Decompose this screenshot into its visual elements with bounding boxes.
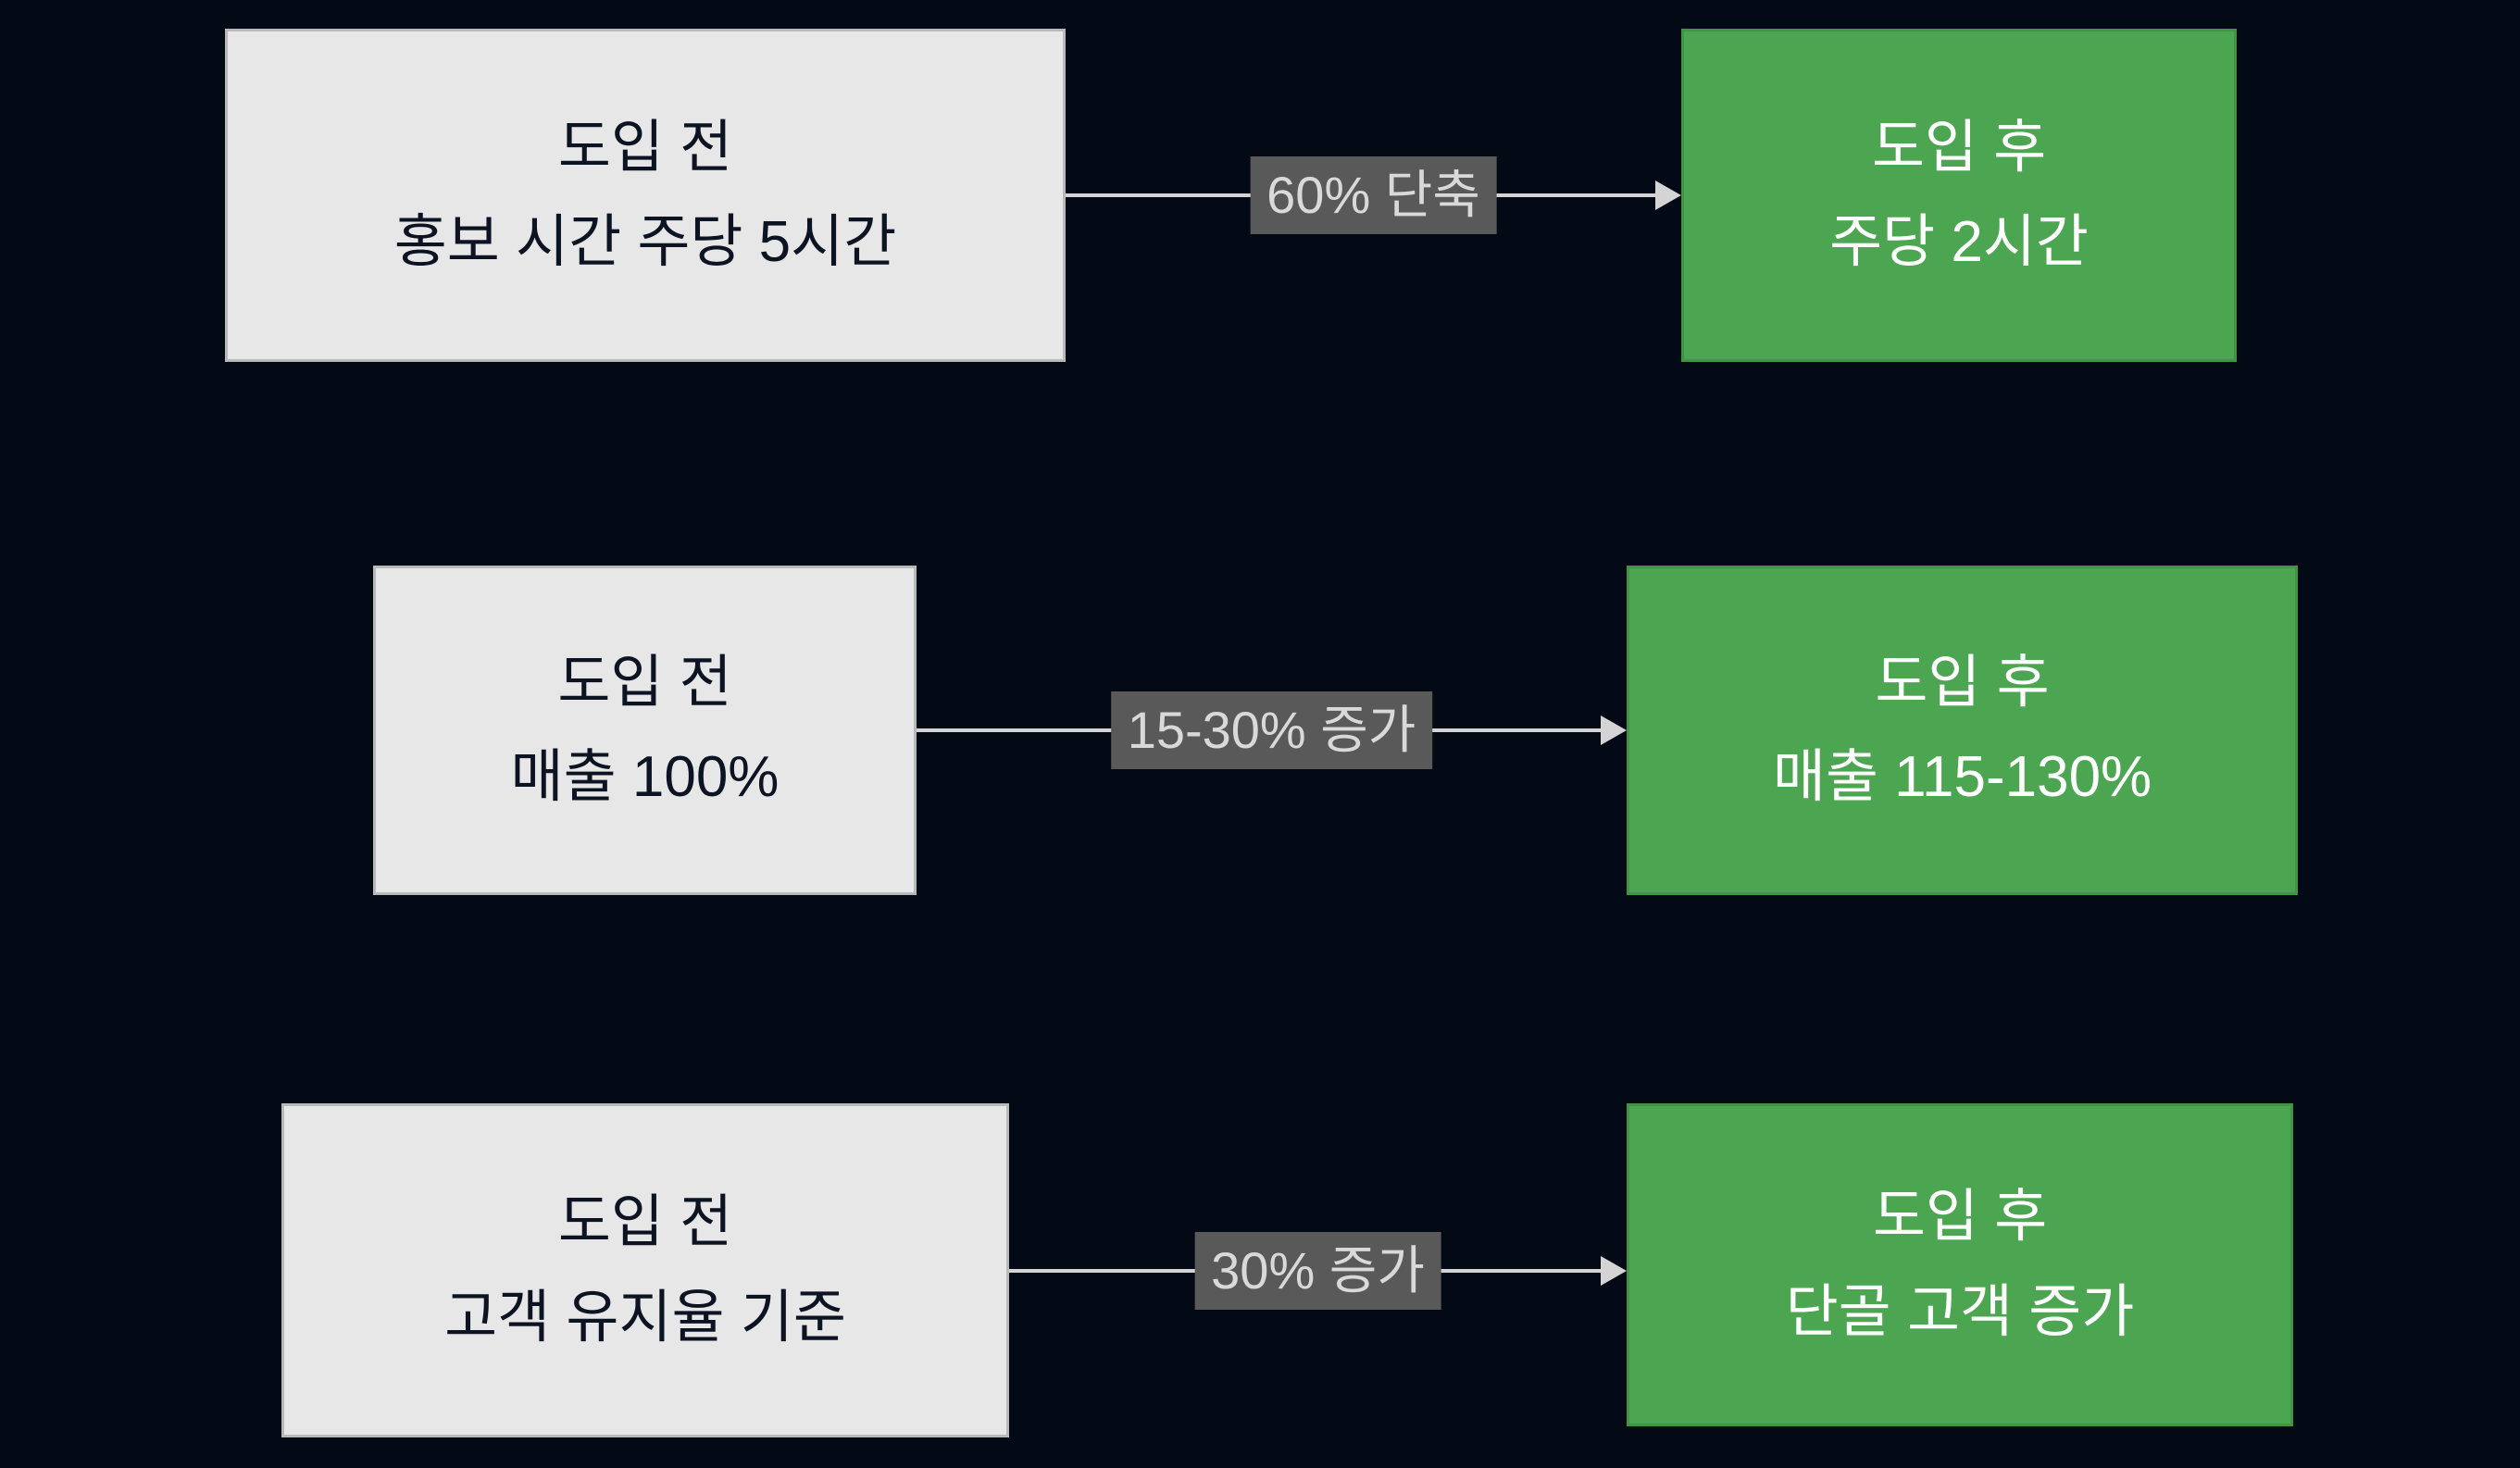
before-line1: 도입 전 bbox=[557, 650, 732, 715]
before-line1: 도입 전 bbox=[557, 115, 733, 180]
connector: 60% 단축 bbox=[1066, 29, 1681, 362]
comparison-row: 도입 전 고객 유지율 기준 30% 증가 도입 후 단골 고객 증가 bbox=[0, 1103, 2520, 1437]
connector: 30% 증가 bbox=[1009, 1103, 1627, 1437]
arrow-right-icon bbox=[1655, 180, 1681, 210]
change-badge: 60% 단축 bbox=[1250, 156, 1497, 234]
after-line1: 도입 후 bbox=[1875, 650, 2050, 715]
after-line2: 단골 고객 증가 bbox=[1785, 1279, 2135, 1344]
comparison-row: 도입 전 매출 100% 15-30% 증가 도입 후 매출 115-130% bbox=[0, 566, 2520, 895]
before-line1: 도입 전 bbox=[557, 1190, 733, 1255]
after-box: 도입 후 단골 고객 증가 bbox=[1627, 1103, 2293, 1426]
before-line2: 홍보 시간 주당 5시간 bbox=[393, 210, 897, 274]
before-box: 도입 전 매출 100% bbox=[373, 566, 917, 895]
arrow-right-icon bbox=[1601, 715, 1627, 745]
change-badge: 30% 증가 bbox=[1194, 1231, 1441, 1310]
after-box: 도입 후 매출 115-130% bbox=[1627, 566, 2298, 895]
change-badge: 15-30% 증가 bbox=[1110, 691, 1433, 769]
after-box: 도입 후 주당 2시간 bbox=[1681, 29, 2237, 362]
before-box: 도입 전 고객 유지율 기준 bbox=[281, 1103, 1009, 1437]
arrow-right-icon bbox=[1601, 1255, 1627, 1286]
before-line2: 고객 유지율 기준 bbox=[444, 1285, 846, 1350]
comparison-row: 도입 전 홍보 시간 주당 5시간 60% 단축 도입 후 주당 2시간 bbox=[0, 29, 2520, 362]
after-line2: 주당 2시간 bbox=[1829, 210, 2089, 274]
before-line2: 매출 100% bbox=[510, 745, 780, 809]
after-line1: 도입 후 bbox=[1871, 115, 2047, 180]
after-line2: 매출 115-130% bbox=[1772, 745, 2152, 809]
after-line1: 도입 후 bbox=[1872, 1185, 2048, 1250]
before-box: 도입 전 홍보 시간 주당 5시간 bbox=[225, 29, 1066, 362]
connector: 15-30% 증가 bbox=[917, 566, 1627, 895]
